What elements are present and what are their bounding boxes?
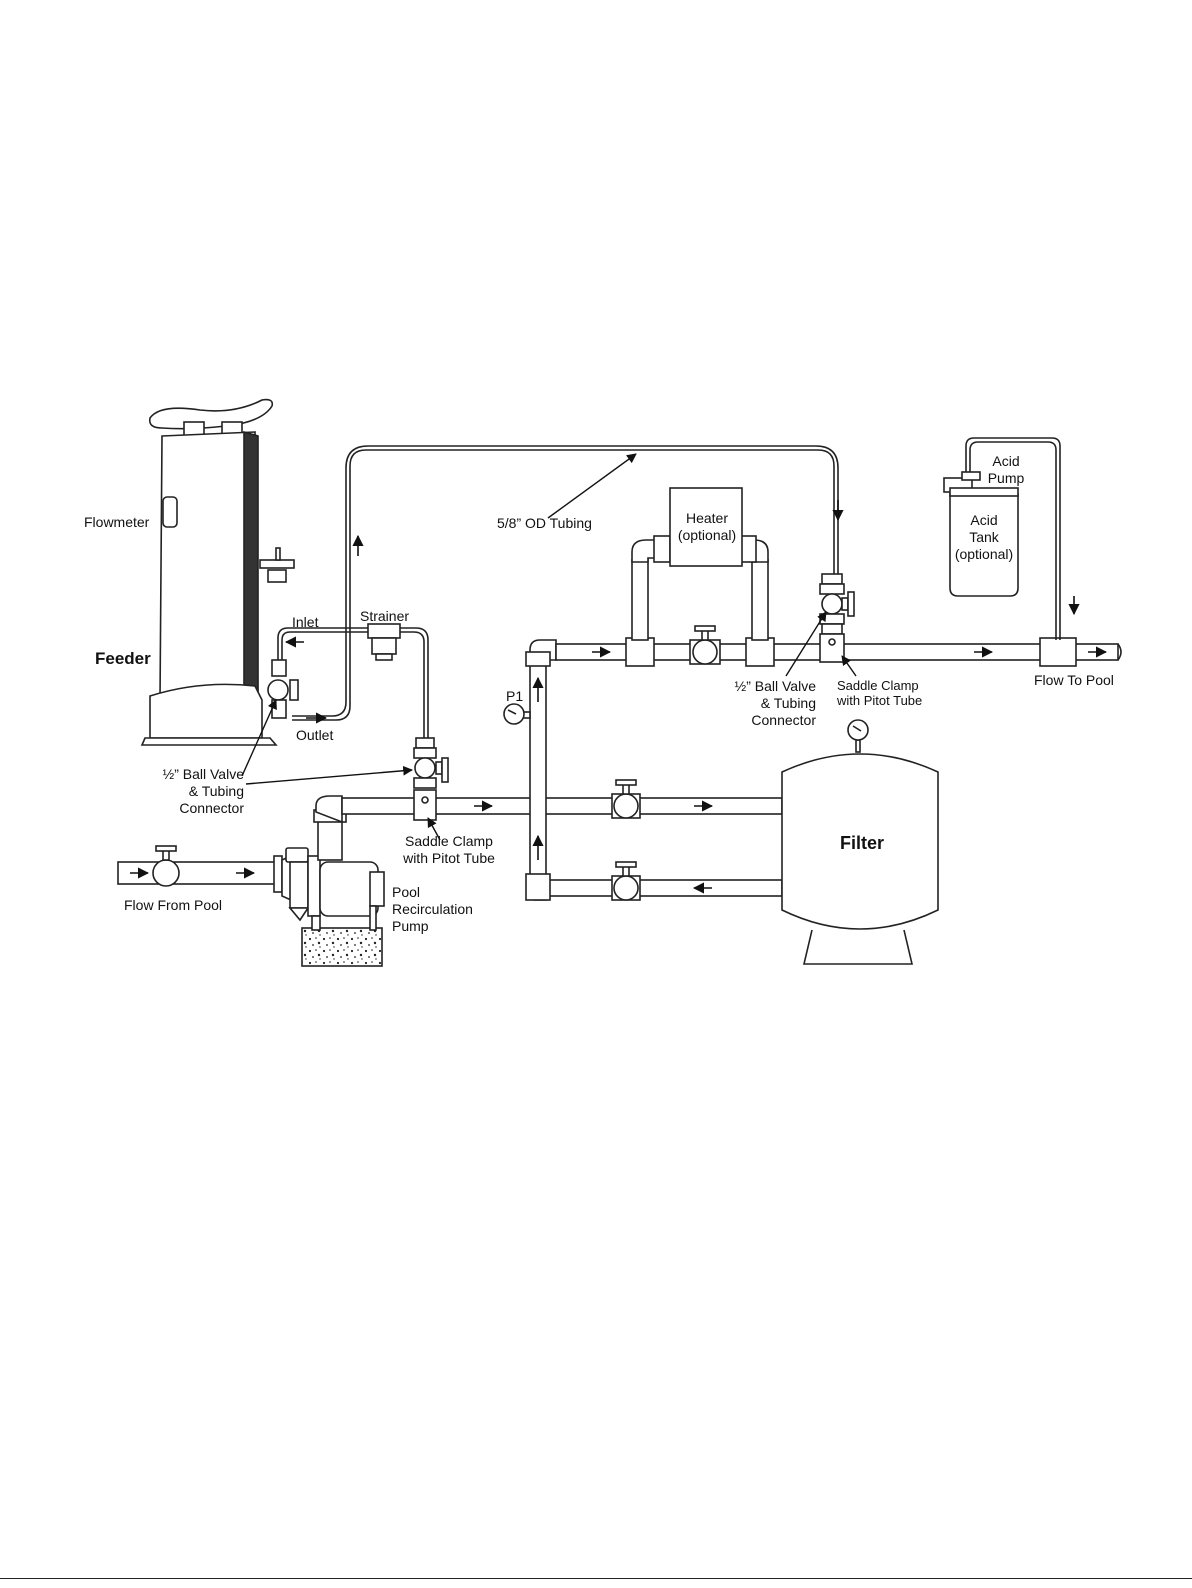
label-ball-valve-left-line-2: & Tubing xyxy=(150,783,244,800)
label-acid-tank: Acid Tank (optional) xyxy=(948,512,1020,563)
label-pump: Pool Recirculation Pump xyxy=(392,884,473,935)
inlet-tubing xyxy=(278,628,428,738)
ball-valve-right xyxy=(820,574,854,634)
pipe-from-filter xyxy=(546,880,782,896)
label-saddle-clamp-right: Saddle Clamp with Pitot Tube xyxy=(837,678,922,708)
label-heater-line-1: Heater xyxy=(672,510,742,527)
label-feeder: Feeder xyxy=(95,650,151,667)
label-od-tubing: 5/8” OD Tubing xyxy=(497,515,592,532)
label-acid-pump-line-2: Pump xyxy=(978,470,1034,487)
label-acid-tank-line-3: (optional) xyxy=(948,546,1020,563)
label-heater-line-2: (optional) xyxy=(672,527,742,544)
label-pump-line-1: Pool xyxy=(392,884,473,901)
label-acid-tank-line-2: Tank xyxy=(948,529,1020,546)
feeder-unit xyxy=(142,400,298,745)
ball-valve-left xyxy=(414,738,448,788)
label-pump-line-2: Recirculation xyxy=(392,901,473,918)
heater-tee-left xyxy=(626,638,654,666)
saddle-clamp-left xyxy=(414,790,436,820)
label-saddle-left-line-1: Saddle Clamp xyxy=(394,833,504,850)
label-acid-pump: Acid Pump xyxy=(978,453,1034,487)
label-pump-line-3: Pump xyxy=(392,918,473,935)
label-saddle-clamp-left: Saddle Clamp with Pitot Tube xyxy=(394,833,504,867)
label-heater: Heater (optional) xyxy=(672,510,742,544)
label-ball-valve-right-line-3: Connector xyxy=(722,712,816,729)
label-ball-valve-left: ½” Ball Valve & Tubing Connector xyxy=(150,766,244,817)
label-acid-tank-line-1: Acid xyxy=(948,512,1020,529)
label-ball-valve-right-line-1: ½” Ball Valve xyxy=(722,678,816,695)
label-p1: P1 xyxy=(506,688,523,705)
label-flow-from-pool: Flow From Pool xyxy=(124,897,222,914)
page-footer-rule xyxy=(0,1578,1192,1579)
valve-inlet xyxy=(153,846,179,886)
strainer xyxy=(368,624,400,660)
heater-tee-right xyxy=(746,638,774,666)
label-outlet: Outlet xyxy=(296,727,333,744)
label-strainer: Strainer xyxy=(360,608,409,625)
label-ball-valve-left-line-3: Connector xyxy=(150,800,244,817)
label-saddle-right-line-1: Saddle Clamp xyxy=(837,678,922,693)
pipe-to-filter xyxy=(342,798,782,814)
label-ball-valve-right-line-2: & Tubing xyxy=(722,695,816,712)
valve-heater-bypass xyxy=(690,626,720,664)
valve-filter-inlet xyxy=(612,780,640,818)
label-ball-valve-right: ½” Ball Valve & Tubing Connector xyxy=(722,678,816,729)
label-ball-valve-left-line-1: ½” Ball Valve xyxy=(150,766,244,783)
acid-injection-tee xyxy=(1040,638,1076,666)
pressure-gauge-p1 xyxy=(504,704,530,724)
label-filter: Filter xyxy=(840,835,884,852)
label-inlet: Inlet xyxy=(292,614,318,631)
label-saddle-right-line-2: with Pitot Tube xyxy=(837,693,922,708)
label-acid-pump-line-1: Acid xyxy=(978,453,1034,470)
label-saddle-left-line-2: with Pitot Tube xyxy=(394,850,504,867)
label-flow-to-pool: Flow To Pool xyxy=(1034,672,1114,689)
pump-base xyxy=(302,928,382,966)
valve-filter-outlet xyxy=(612,862,640,900)
label-flowmeter: Flowmeter xyxy=(84,514,149,531)
